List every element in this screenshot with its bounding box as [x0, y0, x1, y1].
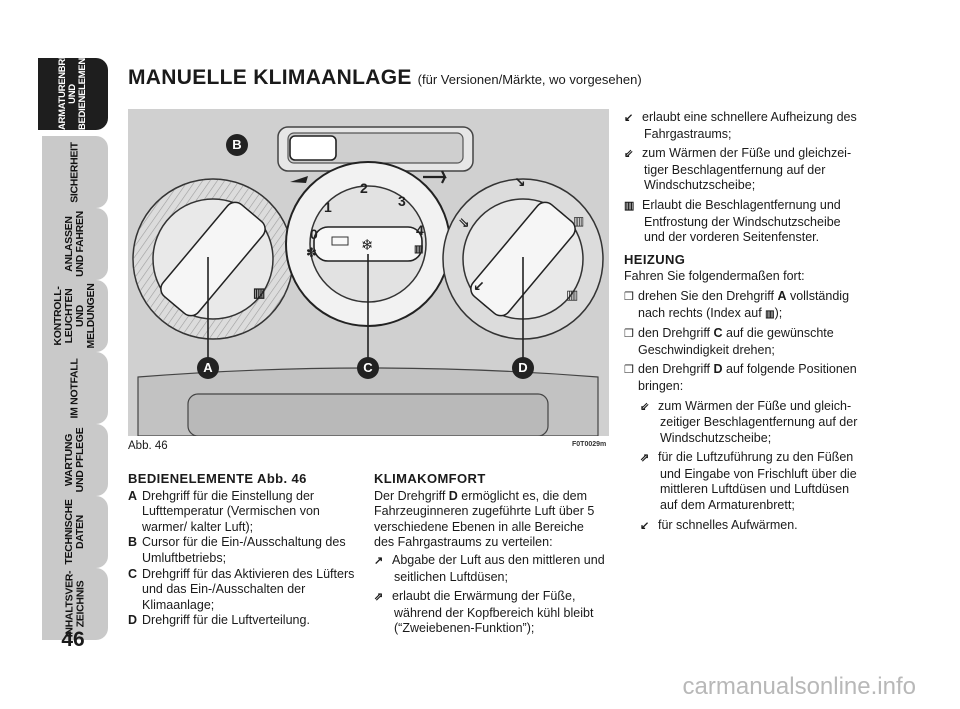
climate-control-figure: ▥ ❄ 2 1 3 0 4 ✽ ▥ ↘ ⇘ ▥ ↙ ▥ — [128, 109, 609, 436]
svg-text:↙: ↙ — [473, 279, 485, 295]
callout-c: C — [357, 357, 379, 379]
tab-anlassen[interactable]: ANLASSEN UND FAHREN — [42, 208, 108, 280]
figure-caption: Abb. 46 — [128, 440, 168, 452]
tab-wartung[interactable]: WARTUNG UND PFLEGE — [42, 424, 108, 496]
recirculation-slider — [277, 126, 474, 184]
tab-label: ARMATURENBRETT UND BEDIENELEMENTEB — [57, 58, 88, 130]
tab-label: SICHERHEIT — [68, 141, 81, 203]
tab-label: WARTUNG UND PFLEGE — [63, 427, 86, 493]
list-item: ❒drehen Sie den Drehgriff A vollständig … — [624, 288, 850, 320]
watermark: carmanualsonline.info — [682, 673, 916, 700]
list-item: ▥Erlaubt die Beschlagentfernung und Entf… — [624, 197, 841, 245]
svg-text:✽: ✽ — [306, 246, 317, 261]
callout-a: A — [197, 357, 219, 379]
title-sub: (für Versionen/Märkte, wo vorgesehen) — [417, 72, 642, 87]
page-title: MANUELLE KLIMAANLAGE (für Versionen/Märkt… — [128, 66, 642, 90]
temperature-knob: ▥ — [132, 178, 294, 367]
list-item: ⇗für die Luftzuführung zu den Füßen und … — [640, 450, 857, 513]
svg-text:4: 4 — [416, 222, 424, 238]
checkbox-bullet-icon: ❒ — [624, 328, 634, 341]
tab-label: IM NOTFALL — [68, 358, 81, 418]
tab-kontrollleuchten[interactable]: KONTROLL- LEUCHTEN UND MELDUNGEN — [42, 280, 108, 352]
air-feet-defrost-icon: ⇙ — [624, 148, 634, 161]
svg-text:❄: ❄ — [361, 236, 374, 254]
air-face-feet-icon: ⇗ — [374, 591, 384, 604]
tab-armaturenbrett[interactable]: ARMATURENBRETT UND BEDIENELEMENTEB — [38, 58, 108, 130]
callout-b: B — [226, 134, 248, 156]
svg-text:2: 2 — [360, 180, 368, 196]
section-heading: KLIMAKOMFORT — [374, 471, 486, 486]
checkbox-bullet-icon: ❒ — [624, 364, 634, 377]
section-heading: HEIZUNG — [624, 251, 686, 267]
svg-text:3: 3 — [398, 193, 406, 209]
air-distribution-knob: ↘ ⇘ ▥ ↙ ▥ — [442, 175, 604, 367]
list-item: ↗Abgabe der Luft aus den mittleren und s… — [374, 552, 605, 584]
tab-inhaltsverzeichnis[interactable]: INHALTSVER- ZEICHNIS — [42, 568, 108, 640]
checkbox-bullet-icon: ❒ — [624, 290, 634, 303]
page-number: 46 — [61, 628, 85, 651]
figure-code: F0T0029m — [572, 441, 607, 448]
paragraph: Fahren Sie folgendermaßen fort: — [624, 269, 805, 284]
svg-text:▥: ▥ — [414, 244, 423, 255]
list-item: ⇙zum Wärmen der Füße und gleichzei­tiger… — [624, 146, 852, 193]
list-item: ⇗erlaubt die Erwärmung der Füße, während… — [374, 589, 594, 636]
title-main: MANUELLE KLIMAANLAGE — [128, 66, 412, 89]
heating-section: ↙erlaubt eine schnellere Aufheizung des … — [624, 110, 858, 534]
tab-sicherheit[interactable]: SICHERHEIT — [42, 136, 108, 208]
paragraph: Der Drehgriff D ermöglicht es, die dem F… — [374, 488, 595, 550]
tab-im-notfall[interactable]: IM NOTFALL — [42, 352, 108, 424]
list-item: ↙erlaubt eine schnellere Aufheizung des … — [624, 110, 857, 141]
svg-text:▥: ▥ — [253, 285, 265, 300]
air-feet-icon: ↙ — [624, 112, 634, 124]
climate-panel-illustration: ▥ ❄ 2 1 3 0 4 ✽ ▥ ↘ ⇘ ▥ ↙ ▥ — [128, 109, 609, 436]
svg-text:▥: ▥ — [566, 288, 578, 303]
air-feet-defrost-icon: ⇙ — [640, 400, 650, 413]
tab-label: ANLASSEN UND FAHREN — [63, 211, 86, 277]
list-item: ⇙zum Wärmen der Füße und gleich­zeitiger… — [640, 398, 858, 445]
svg-text:⇘: ⇘ — [458, 215, 470, 231]
fan-knob: ❄ 2 1 3 0 4 ✽ ▥ — [285, 161, 451, 367]
defrost-icon: ▥ — [624, 199, 635, 212]
svg-text:▥: ▥ — [573, 214, 584, 228]
comfort-section: KLIMAKOMFORT Der Drehgriff D ermöglicht … — [374, 471, 607, 637]
list-item: ❒den Drehgriff D auf folgende Positio­ne… — [624, 362, 857, 393]
svg-text:0: 0 — [310, 226, 318, 242]
svg-text:↘: ↘ — [514, 175, 526, 191]
air-feet-icon: ↙ — [640, 519, 650, 532]
callout-d: D — [512, 357, 534, 379]
air-face-icon: ↗ — [374, 554, 384, 567]
list-item: ↙für schnelles Aufwärmen. — [624, 518, 858, 535]
section-heading: BEDIENELEMENTE Abb. 46 — [128, 471, 307, 486]
tab-technische-daten[interactable]: TECHNISCHE DATEN — [42, 496, 108, 568]
air-face-feet-icon: ⇗ — [640, 452, 650, 465]
defrost-icon: ▥ — [765, 308, 775, 320]
tab-label: TECHNISCHE DATEN — [63, 499, 86, 565]
tab-label: KONTROLL- LEUCHTEN UND MELDUNGEN — [52, 283, 97, 349]
svg-text:1: 1 — [324, 199, 332, 215]
list-item: ❒den Drehgriff C auf die gewünschte Ge­s… — [624, 326, 834, 357]
